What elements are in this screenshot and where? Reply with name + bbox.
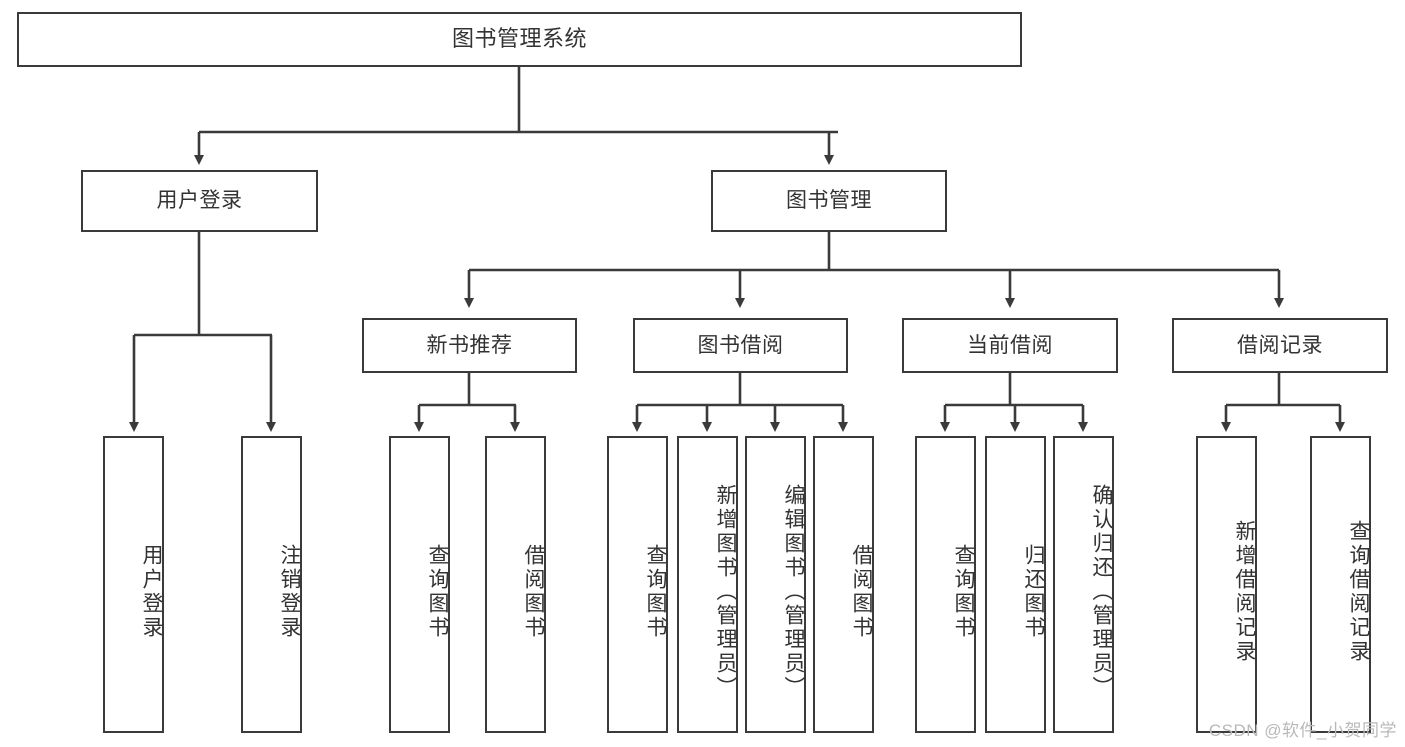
node-root-book-management-system[interactable]: 图书管理系统 — [17, 12, 1022, 67]
node-book-borrow[interactable]: 图书借阅 — [633, 318, 848, 373]
leaf-book-borrow-add[interactable]: 新增图书（管理员） — [677, 436, 738, 733]
node-label: 归还图书 — [1022, 543, 1045, 640]
node-label: 图书管理 — [786, 189, 872, 213]
node-current-borrow[interactable]: 当前借阅 — [902, 318, 1118, 373]
node-new-book-recommend[interactable]: 新书推荐 — [362, 318, 577, 373]
leaf-current-borrow-return[interactable]: 归还图书 — [985, 436, 1046, 733]
leaf-user-login-login[interactable]: 用户登录 — [103, 436, 164, 733]
node-borrow-record[interactable]: 借阅记录 — [1172, 318, 1388, 373]
node-label: 查询图书 — [644, 543, 667, 640]
leaf-book-borrow-query[interactable]: 查询图书 — [607, 436, 668, 733]
node-label: 用户登录 — [156, 189, 243, 213]
node-label: 用户登录 — [140, 543, 163, 640]
leaf-borrow-record-add[interactable]: 新增借阅记录 — [1196, 436, 1257, 733]
leaf-user-login-logout[interactable]: 注销登录 — [241, 436, 302, 733]
node-label: 借阅图书 — [850, 543, 873, 640]
leaf-current-borrow-confirm-return[interactable]: 确认归还（管理员） — [1053, 436, 1114, 733]
node-label: 查询借阅记录 — [1347, 519, 1370, 664]
node-label: 查询图书 — [426, 543, 449, 640]
leaf-current-borrow-query[interactable]: 查询图书 — [915, 436, 976, 733]
node-label: 图书管理系统 — [451, 26, 587, 52]
node-label: 借阅记录 — [1237, 333, 1323, 357]
leaf-new-book-borrow[interactable]: 借阅图书 — [485, 436, 546, 733]
node-label: 图书借阅 — [697, 333, 784, 357]
node-label: 查询图书 — [952, 543, 975, 640]
node-label: 注销登录 — [278, 543, 301, 640]
node-label: 当前借阅 — [967, 333, 1053, 357]
node-label: 新书推荐 — [426, 333, 513, 357]
node-label: 确认归还（管理员） — [1090, 483, 1113, 700]
leaf-borrow-record-query[interactable]: 查询借阅记录 — [1310, 436, 1371, 733]
node-label: 新增借阅记录 — [1233, 519, 1256, 664]
node-book-management[interactable]: 图书管理 — [711, 170, 947, 232]
leaf-book-borrow-borrow[interactable]: 借阅图书 — [813, 436, 874, 733]
node-label: 新增图书（管理员） — [714, 483, 737, 700]
node-user-login[interactable]: 用户登录 — [81, 170, 318, 232]
leaf-new-book-query[interactable]: 查询图书 — [389, 436, 450, 733]
node-label: 编辑图书（管理员） — [782, 483, 805, 700]
leaf-book-borrow-edit[interactable]: 编辑图书（管理员） — [745, 436, 806, 733]
node-label: 借阅图书 — [522, 543, 545, 640]
